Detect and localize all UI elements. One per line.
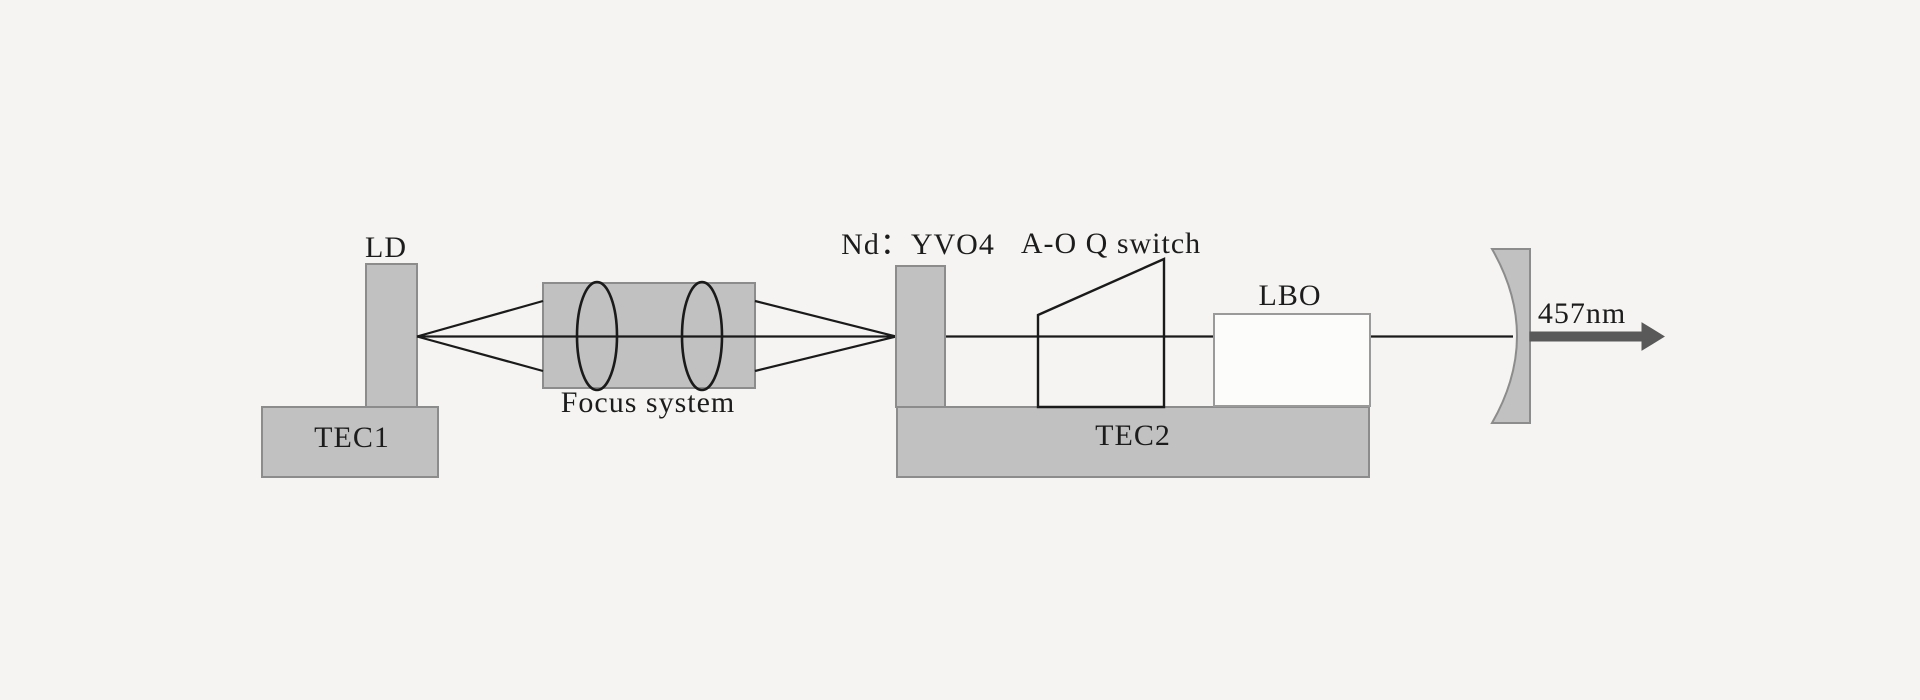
tec2-label: TEC2 xyxy=(1095,419,1171,452)
ao-q-switch-wedge xyxy=(1036,257,1166,409)
ld-label: LD xyxy=(365,231,407,264)
nd-yvo4-label: Nd：YVO4 xyxy=(841,228,995,261)
pump-beam-converging-lines xyxy=(754,299,897,373)
nd-yvo4-crystal-bar xyxy=(895,265,946,408)
lens-2-ellipse xyxy=(680,280,724,392)
focus-system-label: Focus system xyxy=(560,386,736,419)
output-mirror xyxy=(1490,248,1531,424)
lens-1-ellipse xyxy=(575,280,619,392)
pump-beam-diverging-lines xyxy=(416,299,544,373)
output-wavelength-label: 457nm xyxy=(1537,297,1627,330)
tec2-box xyxy=(896,406,1370,478)
ld-diode-bar xyxy=(365,263,418,408)
ao-q-switch-label: A-O Q switch xyxy=(1020,227,1202,260)
tec1-label: TEC1 xyxy=(314,421,390,454)
lbo-crystal-box xyxy=(1213,313,1371,407)
lbo-label: LBO xyxy=(1258,279,1322,312)
output-beam-arrow xyxy=(1529,322,1665,351)
tec1-box xyxy=(261,406,439,478)
